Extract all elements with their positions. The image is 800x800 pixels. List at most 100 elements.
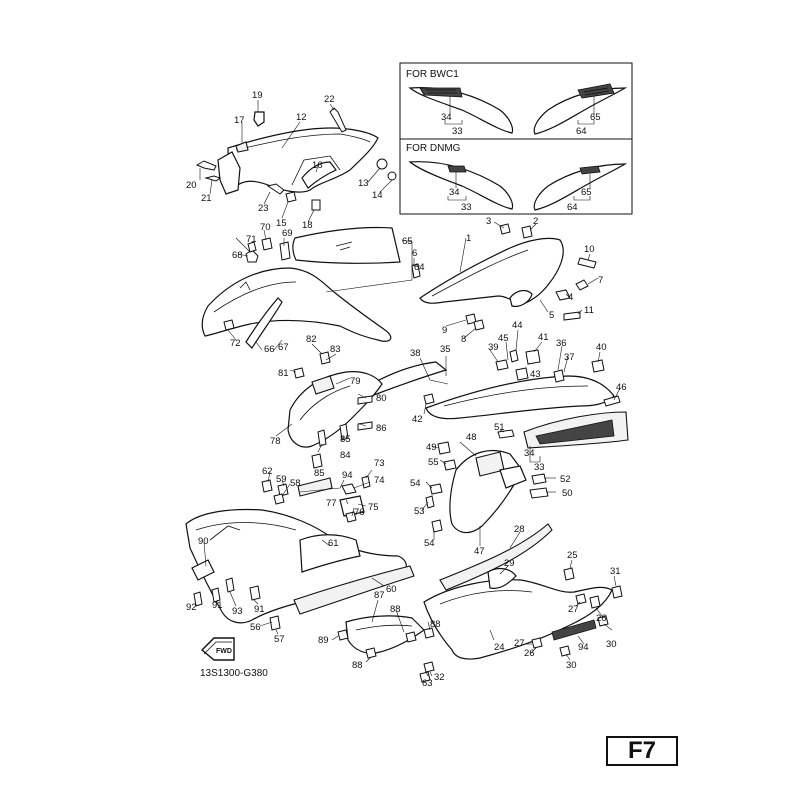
inner-panel-assembly bbox=[195, 107, 397, 211]
part-label-62: 62 bbox=[262, 466, 273, 477]
part-label-52: 52 bbox=[560, 474, 571, 485]
inset-bwc1-left-label-bottom: 33 bbox=[452, 126, 463, 137]
inset-box: FOR BWC1 FOR DNMG 34 33 65 64 34 33 65 6… bbox=[399, 62, 633, 215]
part-label-74: 74 bbox=[374, 475, 385, 486]
part-label-82: 82 bbox=[306, 334, 317, 345]
part-label-27-a: 27 bbox=[568, 604, 579, 615]
part-label-16: 16 bbox=[312, 160, 323, 171]
part-label-91-a: 91 bbox=[212, 600, 223, 611]
part-label-88-c: 88 bbox=[352, 660, 363, 671]
part-label-69: 69 bbox=[282, 228, 293, 239]
part-label-66: 66 bbox=[264, 344, 275, 355]
part-label-47: 47 bbox=[474, 546, 485, 557]
part-label-23: 23 bbox=[258, 203, 269, 214]
part-label-4: 4 bbox=[568, 292, 573, 303]
part-label-40: 40 bbox=[596, 342, 607, 353]
inset-title-bwc1: FOR BWC1 bbox=[406, 69, 459, 80]
part-label-35: 35 bbox=[440, 344, 451, 355]
part-label-39: 39 bbox=[488, 342, 499, 353]
lower-left-cowl-assembly bbox=[185, 479, 415, 631]
part-label-12: 12 bbox=[296, 112, 307, 123]
part-label-51: 51 bbox=[494, 422, 505, 433]
part-label-1: 1 bbox=[466, 233, 471, 244]
lower-right-cowl-assembly bbox=[423, 523, 623, 660]
part-label-53: 53 bbox=[414, 506, 425, 517]
part-label-72: 72 bbox=[230, 338, 241, 349]
part-label-90: 90 bbox=[198, 536, 209, 547]
page-id-box: F7 bbox=[606, 736, 678, 766]
part-label-38: 38 bbox=[410, 348, 421, 359]
fwd-label: FWD bbox=[216, 648, 232, 655]
part-label-88-b: 88 bbox=[430, 619, 441, 630]
part-number-labels: 1 2 3 4 5 6 7 8 9 10 11 12 13 14 15 16 1… bbox=[186, 90, 627, 689]
part-label-81: 81 bbox=[278, 368, 289, 379]
part-label-24: 24 bbox=[494, 642, 505, 653]
page-id: F7 bbox=[627, 737, 656, 764]
part-label-26-b: 26 bbox=[524, 648, 535, 659]
inset-bwc1-right-label-bottom: 64 bbox=[576, 126, 587, 137]
inset-dnmg-left-label-top: 34 bbox=[449, 187, 460, 198]
part-label-21: 21 bbox=[201, 193, 212, 204]
part-label-65: 65 bbox=[402, 236, 413, 247]
part-label-71: 71 bbox=[246, 234, 257, 245]
part-label-17: 17 bbox=[234, 115, 245, 126]
part-label-22: 22 bbox=[324, 94, 335, 105]
inset-bwc1-right-label-top: 65 bbox=[590, 112, 601, 123]
inset-title-dnmg: FOR DNMG bbox=[406, 143, 461, 154]
right-upper-side-cover bbox=[411, 223, 597, 331]
part-label-11: 11 bbox=[584, 305, 594, 316]
part-label-30-b: 30 bbox=[566, 660, 577, 671]
part-label-70: 70 bbox=[260, 222, 271, 233]
part-label-61: 61 bbox=[328, 538, 339, 549]
part-label-7: 7 bbox=[598, 275, 603, 286]
part-label-27-b: 27 bbox=[514, 638, 525, 649]
leader-lines bbox=[195, 100, 621, 677]
part-label-85-b: 85 bbox=[314, 468, 325, 479]
part-label-36: 36 bbox=[556, 338, 567, 349]
part-label-30-a: 30 bbox=[606, 639, 617, 650]
part-label-41: 41 bbox=[538, 332, 549, 343]
part-label-73: 73 bbox=[374, 458, 385, 469]
part-label-18: 18 bbox=[302, 220, 313, 231]
air-duct-assembly bbox=[425, 429, 549, 534]
fwd-arrow-icon: FWD bbox=[200, 637, 235, 661]
part-label-34: 34 bbox=[524, 448, 535, 459]
center-side-cowl bbox=[356, 349, 629, 449]
part-label-79: 79 bbox=[350, 376, 361, 387]
part-label-76: 76 bbox=[354, 507, 365, 518]
part-label-28: 28 bbox=[514, 524, 525, 535]
part-label-83: 83 bbox=[330, 344, 341, 355]
inset-bwc1-left-label-top: 34 bbox=[441, 112, 452, 123]
part-label-26-a: 26 bbox=[596, 613, 607, 624]
part-label-31: 31 bbox=[610, 566, 621, 577]
part-label-54-b: 54 bbox=[424, 538, 435, 549]
part-label-87: 87 bbox=[374, 590, 385, 601]
part-label-2: 2 bbox=[533, 216, 538, 227]
part-label-54-a: 54 bbox=[410, 478, 421, 489]
inset-dnmg-right-label-top: 65 bbox=[581, 187, 592, 198]
part-label-58: 58 bbox=[290, 478, 301, 489]
part-label-85-a: 85 bbox=[340, 434, 351, 445]
part-label-94-a: 94 bbox=[342, 470, 353, 481]
part-label-13: 13 bbox=[358, 178, 369, 189]
inner-bracket-assembly bbox=[287, 351, 383, 469]
part-label-67: 67 bbox=[278, 342, 289, 353]
part-label-9: 9 bbox=[442, 325, 447, 336]
part-label-92: 92 bbox=[186, 602, 197, 613]
part-label-88-a: 88 bbox=[390, 604, 401, 615]
drawing-code: 13S1300-G380 bbox=[200, 668, 268, 679]
part-label-55: 55 bbox=[428, 457, 439, 468]
part-label-14: 14 bbox=[372, 190, 383, 201]
part-label-80: 80 bbox=[376, 393, 387, 404]
inset-dnmg-right-label-bottom: 64 bbox=[567, 202, 578, 213]
part-label-33: 33 bbox=[534, 462, 545, 473]
part-label-64: 64 bbox=[414, 262, 425, 273]
part-label-37: 37 bbox=[564, 352, 575, 363]
part-label-6: 6 bbox=[412, 248, 417, 259]
part-label-32: 32 bbox=[434, 672, 445, 683]
part-label-49: 49 bbox=[426, 442, 437, 453]
part-label-29: 29 bbox=[504, 558, 515, 569]
part-label-3: 3 bbox=[486, 216, 491, 227]
part-label-86: 86 bbox=[376, 423, 387, 434]
part-label-15: 15 bbox=[276, 218, 287, 229]
